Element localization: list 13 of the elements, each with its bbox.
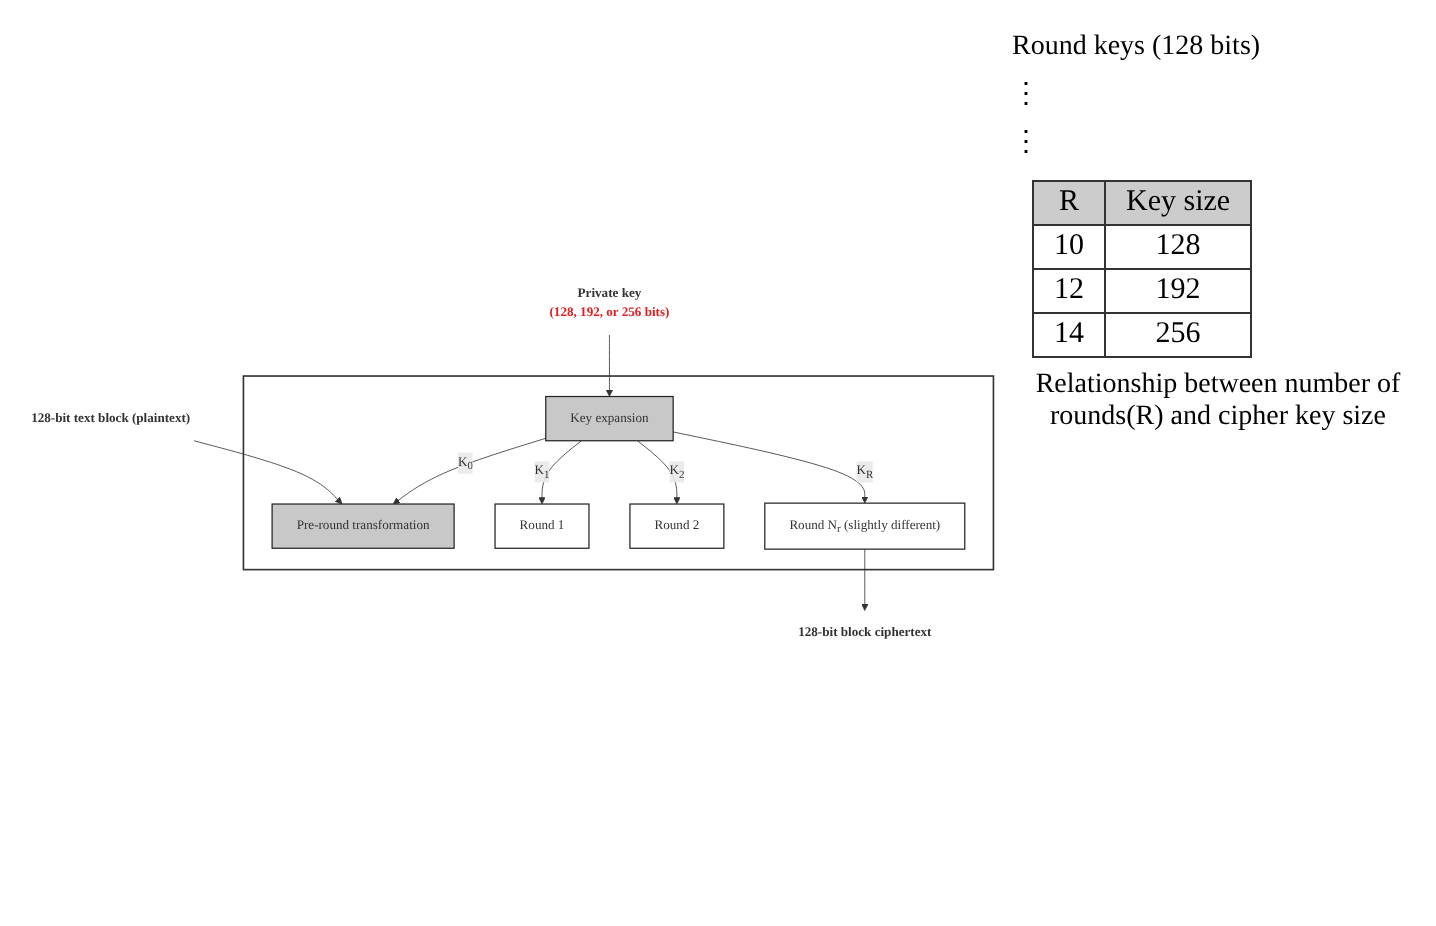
cluster [242, 375, 995, 571]
table-cell: 12 [1033, 269, 1105, 313]
table-cell: 128 [1105, 225, 1252, 269]
header-cell: Key size [1105, 181, 1252, 225]
ellipsis-mark: ⋮ [1012, 78, 1042, 112]
table-cell: 256 [1105, 313, 1252, 357]
ellipsis-mark: ⋮ [1012, 126, 1042, 160]
table-cell: 14 [1033, 313, 1105, 357]
table-caption: Relationship between number of rounds(R) and cipher key size [1033, 370, 1403, 434]
table-cell: 192 [1105, 269, 1252, 313]
header-cell: R [1033, 181, 1105, 225]
table-cell: 10 [1033, 225, 1105, 269]
note-text: Round keys (128 bits) [1012, 32, 1263, 64]
